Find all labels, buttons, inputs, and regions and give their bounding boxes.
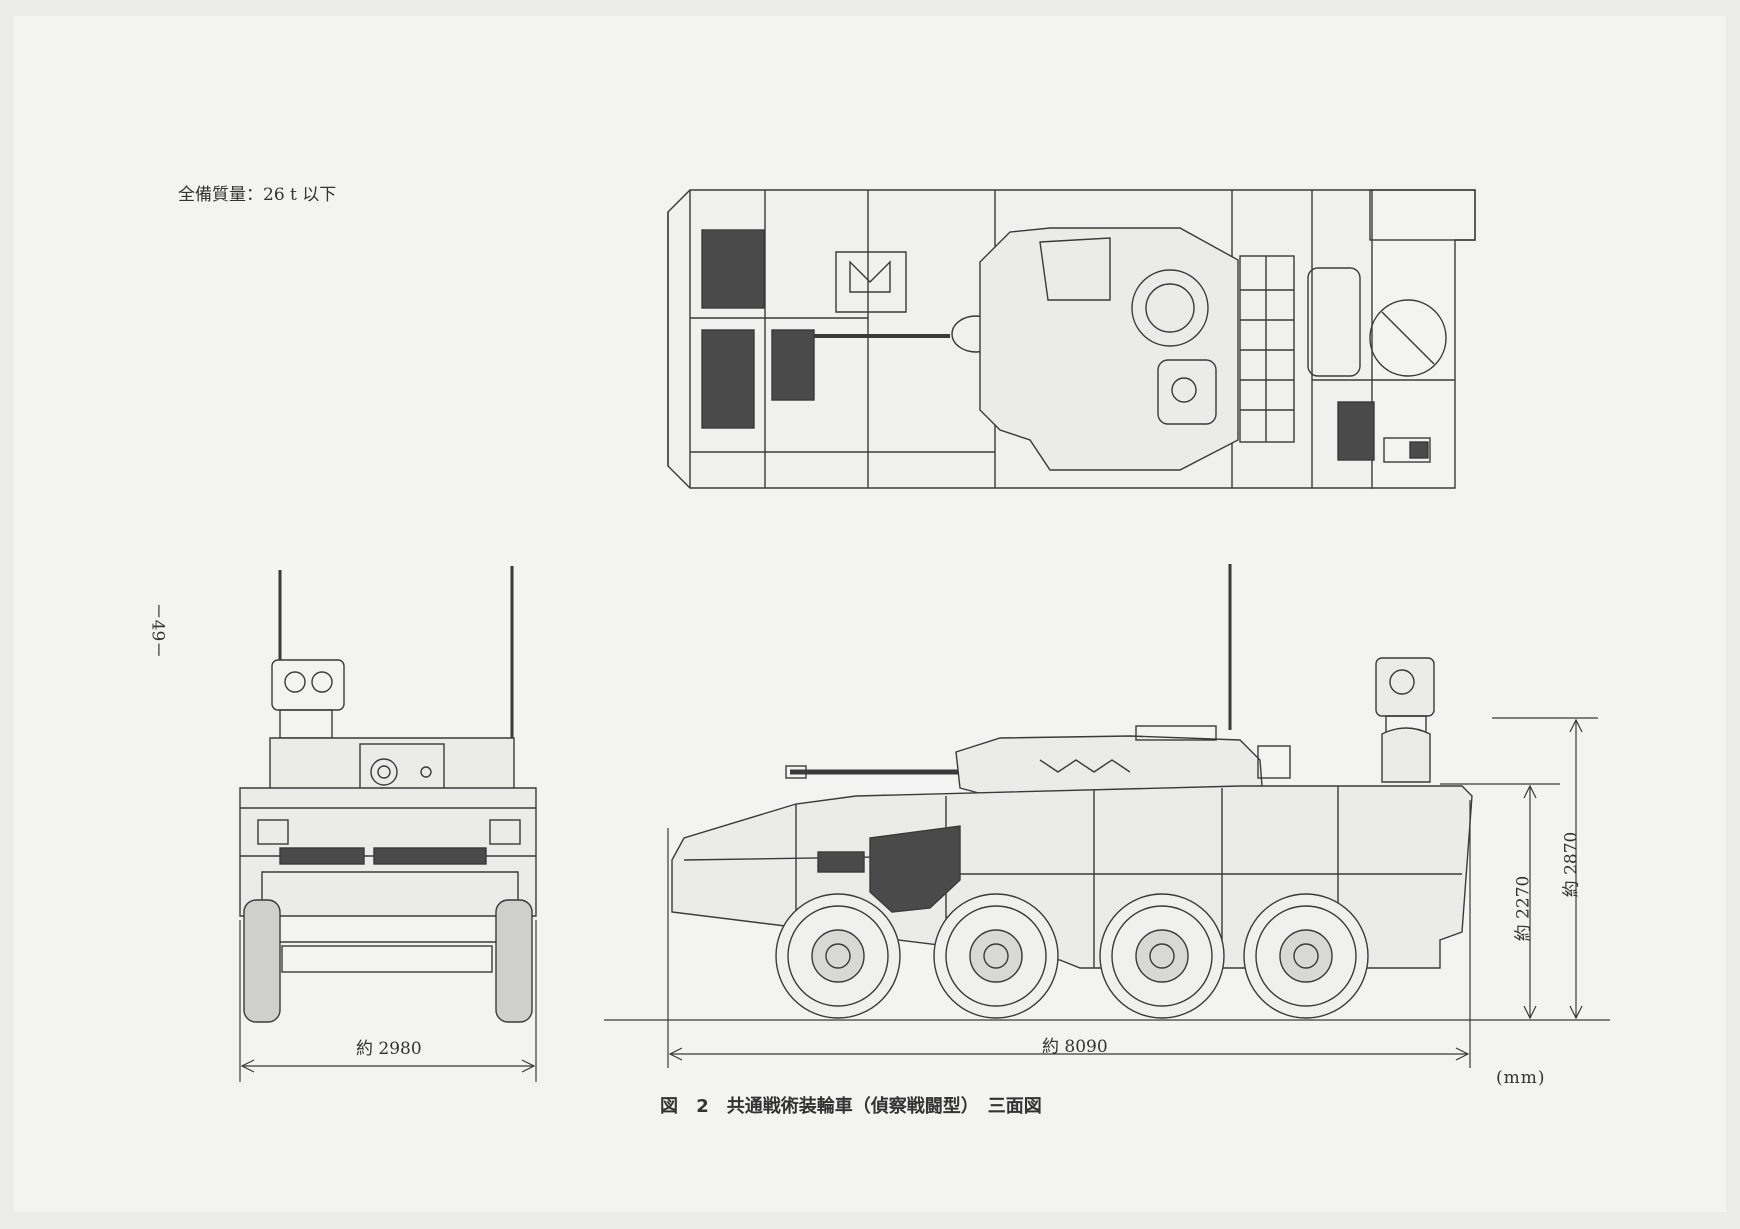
wheel-4 bbox=[1243, 893, 1369, 1019]
front-right-wheel bbox=[495, 899, 533, 1023]
grille-2 bbox=[701, 329, 755, 429]
front-left-wheel bbox=[243, 899, 281, 1023]
hull-height-label: 約 2270 bbox=[1513, 875, 1534, 942]
side-view bbox=[671, 564, 1473, 1019]
page-number: －49－ bbox=[147, 602, 168, 659]
rear-basket bbox=[1239, 255, 1295, 443]
vent-box bbox=[1383, 437, 1431, 463]
commander-hatch bbox=[1131, 269, 1209, 347]
grille-1 bbox=[701, 229, 765, 309]
unit-label: (mm) bbox=[1496, 1068, 1546, 1088]
rear-door bbox=[1307, 267, 1361, 377]
dimension-lines bbox=[239, 717, 1610, 1082]
length-label: 約 8090 bbox=[1042, 1037, 1108, 1057]
grille-4 bbox=[1337, 401, 1375, 461]
turret-top bbox=[979, 227, 1239, 471]
side-grille bbox=[869, 825, 961, 913]
total-height-label: 約 2870 bbox=[1561, 831, 1582, 898]
wheel-3 bbox=[1099, 893, 1225, 1019]
sensor-head-front bbox=[271, 659, 345, 711]
sensor-head-side bbox=[1375, 657, 1435, 717]
turret-side bbox=[955, 735, 1263, 797]
top-view bbox=[667, 189, 1476, 489]
rear-circle bbox=[1369, 299, 1447, 377]
front-width-label: 約 2980 bbox=[356, 1039, 422, 1059]
wheel-2 bbox=[933, 893, 1059, 1019]
front-view bbox=[239, 566, 537, 1023]
grille-3 bbox=[771, 329, 815, 401]
wheel-1 bbox=[775, 893, 901, 1019]
gunner-hatch bbox=[1157, 359, 1217, 425]
figure-caption: 図 2 共通戦術装輪車（偵察戦闘型） 三面図 bbox=[660, 1096, 1042, 1117]
mass-label: 全備質量：26 t 以下 bbox=[178, 185, 337, 205]
